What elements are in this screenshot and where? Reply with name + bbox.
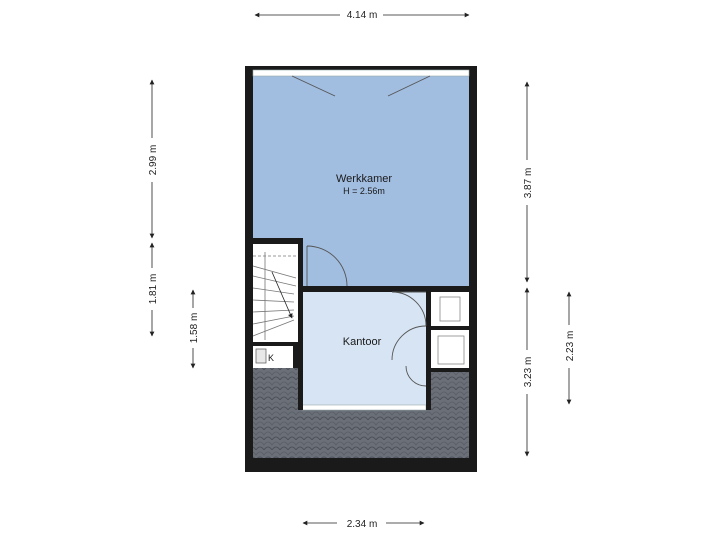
dim-right-upper: 3.87 m bbox=[523, 168, 534, 199]
closet-fixture-lower bbox=[437, 335, 465, 365]
dim-right-lower: 3.23 m bbox=[523, 357, 534, 388]
room-label-werkkamer: Werkkamer bbox=[336, 173, 392, 185]
room-height-werkkamer: H = 2.56m bbox=[343, 186, 385, 196]
dimension-lines bbox=[149, 12, 572, 526]
boiler-icon bbox=[255, 348, 267, 364]
closet-fixture-upper bbox=[439, 296, 461, 322]
doors bbox=[291, 75, 431, 387]
dim-right-inner: 2.23 m bbox=[565, 331, 576, 362]
dim-left-upper: 2.99 m bbox=[148, 145, 159, 176]
dim-top-width: 4.14 m bbox=[347, 10, 378, 21]
wall-closet-bottom bbox=[431, 368, 469, 372]
wall-stair-right bbox=[298, 238, 303, 410]
room-label-kantoor: Kantoor bbox=[343, 336, 382, 348]
dim-left-lower: 1.81 m bbox=[148, 274, 159, 305]
window-top bbox=[252, 69, 470, 77]
room-kantoor bbox=[302, 292, 426, 407]
wall-closet-divider bbox=[431, 326, 469, 330]
boiler-label: K bbox=[268, 353, 274, 363]
roof-tiles-left bbox=[253, 368, 299, 410]
wall-stair-top bbox=[253, 238, 303, 244]
wall-kantoor-right bbox=[426, 286, 431, 410]
roof-tiles-right bbox=[431, 372, 469, 410]
dim-left-inner: 1.58 m bbox=[189, 313, 200, 344]
staircase bbox=[252, 252, 297, 340]
window-kantoor bbox=[301, 404, 427, 411]
roof-tiles-bottom bbox=[253, 410, 469, 458]
dim-bottom-width: 2.34 m bbox=[347, 519, 378, 530]
stairwell bbox=[253, 244, 299, 342]
wall-boiler bbox=[253, 342, 299, 346]
wall-kantoor-top bbox=[298, 286, 469, 292]
